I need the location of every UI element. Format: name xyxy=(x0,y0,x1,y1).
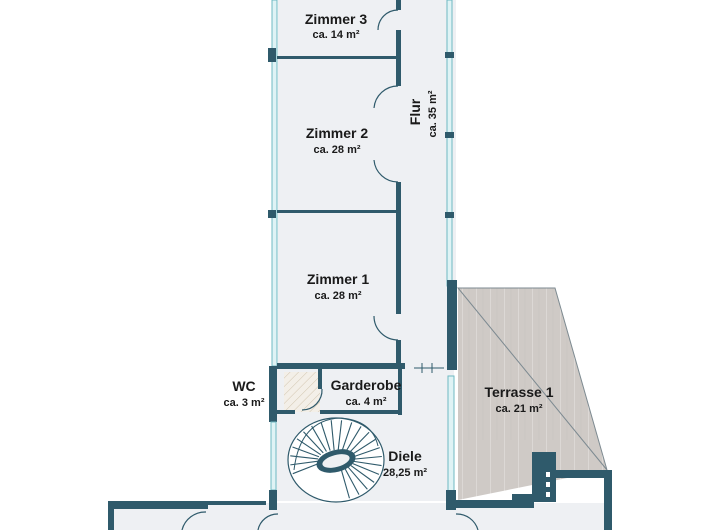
left-wall-lower xyxy=(269,366,277,422)
bottom-walls xyxy=(108,452,612,530)
terrasse-name: Terrasse 1 xyxy=(484,384,553,400)
stair-tread xyxy=(347,466,368,490)
door-zimmer2-b xyxy=(373,159,399,183)
right-wall-notch xyxy=(445,132,454,138)
stair-tread xyxy=(353,455,382,460)
zimmer1-area: ca. 28 m² xyxy=(314,290,361,302)
stair-tread xyxy=(290,455,319,460)
upper-floor-area xyxy=(278,0,456,366)
stair-tread xyxy=(351,438,376,456)
bottom-wall-left xyxy=(108,501,208,509)
terrace-outline xyxy=(456,287,608,471)
stair-tread xyxy=(350,465,375,483)
zimmer1-name: Zimmer 1 xyxy=(307,271,369,287)
wall-z2-bottom xyxy=(277,210,399,213)
stair-tread xyxy=(320,422,331,451)
diele-area: 28,25 m² xyxy=(383,467,427,479)
diele-name: Diele xyxy=(388,448,422,464)
stair-tread xyxy=(296,438,322,456)
stair-tread xyxy=(292,462,320,475)
stair-core-inner xyxy=(322,454,350,468)
door-garderobe xyxy=(301,388,323,411)
wall-wc-right xyxy=(318,369,322,389)
stair-tread xyxy=(352,447,380,458)
wall-wc-bottom xyxy=(277,410,295,414)
shaft-vent xyxy=(546,472,550,477)
stair-tread xyxy=(348,431,370,454)
flur-name: Flur xyxy=(407,98,423,125)
stair-tread xyxy=(352,463,380,475)
right-wall-notch xyxy=(445,212,454,218)
zimmer3-area: ca. 14 m² xyxy=(312,29,359,41)
wall-corridor-seg xyxy=(396,182,401,314)
left-wall-bottom xyxy=(269,490,277,510)
door-bottom-left xyxy=(181,511,207,530)
terrace-door-marker xyxy=(414,363,444,373)
bottom-wall-mid xyxy=(206,501,266,505)
shaft xyxy=(532,452,556,502)
interior-walls xyxy=(277,0,405,415)
door-zimmer1 xyxy=(373,315,399,341)
right-wall-bottom xyxy=(446,490,456,510)
stair-tread xyxy=(344,468,360,495)
right-facade xyxy=(445,0,457,510)
stair-tread xyxy=(341,422,353,451)
left-window-lower xyxy=(270,421,277,491)
bottom-wall-right xyxy=(454,500,524,508)
stair-tread xyxy=(303,431,324,454)
terrasse-area: ca. 21 m² xyxy=(495,403,542,415)
wall-corridor-seg xyxy=(396,30,401,86)
garderobe-name: Garderobe xyxy=(331,377,402,393)
bottom-wall-left-v xyxy=(108,501,114,530)
wall-z3-bottom xyxy=(277,56,399,59)
zimmer2-name: Zimmer 2 xyxy=(306,125,368,141)
wall-z1-bottom xyxy=(277,363,405,369)
pillar xyxy=(512,494,534,508)
stair-tread xyxy=(337,420,343,451)
right-window-lower xyxy=(447,375,455,493)
wall-garderobe-bottom xyxy=(320,410,402,414)
wc-name: WC xyxy=(232,378,255,394)
door-zimmer3 xyxy=(377,9,399,31)
right-wall-corner xyxy=(447,280,457,370)
room-labels: Zimmer 3 ca. 14 m² Zimmer 2 ca. 28 m² Zi… xyxy=(224,11,554,479)
stair-tread xyxy=(311,425,327,452)
garderobe-area: ca. 4 m² xyxy=(346,396,387,408)
left-wall-notch xyxy=(268,210,276,218)
stair-tread xyxy=(353,460,382,467)
zimmer3-name: Zimmer 3 xyxy=(305,11,367,27)
door-zimmer2-a xyxy=(373,85,399,109)
left-wall-notch xyxy=(268,48,276,62)
doors xyxy=(181,9,479,530)
stair-rail xyxy=(293,417,379,471)
wc-area: ca. 3 m² xyxy=(224,397,265,409)
stair-tread xyxy=(330,420,335,451)
wall-corridor-top xyxy=(396,0,401,10)
stair-steps xyxy=(290,420,382,499)
bottom-wall-far-right-v xyxy=(604,470,612,530)
right-window-strip xyxy=(446,0,453,287)
flur-area: ca. 35 m² xyxy=(427,90,439,137)
bottom-wall-far-right xyxy=(548,470,612,478)
wall-garderobe-right xyxy=(398,369,402,415)
shaft-vent xyxy=(546,492,550,497)
shaft-vent xyxy=(546,482,550,487)
door-bottom-right xyxy=(455,513,479,530)
stair-tread xyxy=(340,469,350,499)
wall-corridor-seg xyxy=(396,340,401,366)
right-wall-notch xyxy=(445,52,454,58)
stair-tread xyxy=(292,446,320,458)
zimmer2-area: ca. 28 m² xyxy=(313,144,360,156)
door-bottom-mid xyxy=(257,513,279,530)
stair-tread xyxy=(345,426,362,452)
spiral-staircase xyxy=(287,417,385,503)
left-facade xyxy=(268,0,278,510)
